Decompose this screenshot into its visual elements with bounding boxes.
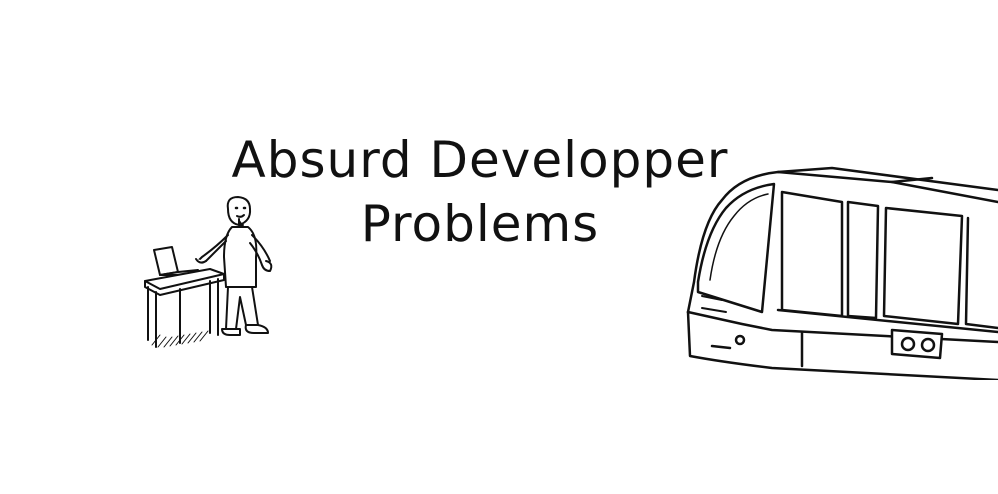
person-at-laptop-desk-icon (140, 195, 295, 355)
person-icon (195, 196, 273, 336)
title-line-1: Absurd Developper (231, 131, 729, 189)
desk-icon (144, 268, 225, 348)
page-title: Absurd Developper Problems (180, 128, 780, 256)
title-line-2: Problems (360, 195, 600, 253)
tram-icon (682, 162, 998, 380)
